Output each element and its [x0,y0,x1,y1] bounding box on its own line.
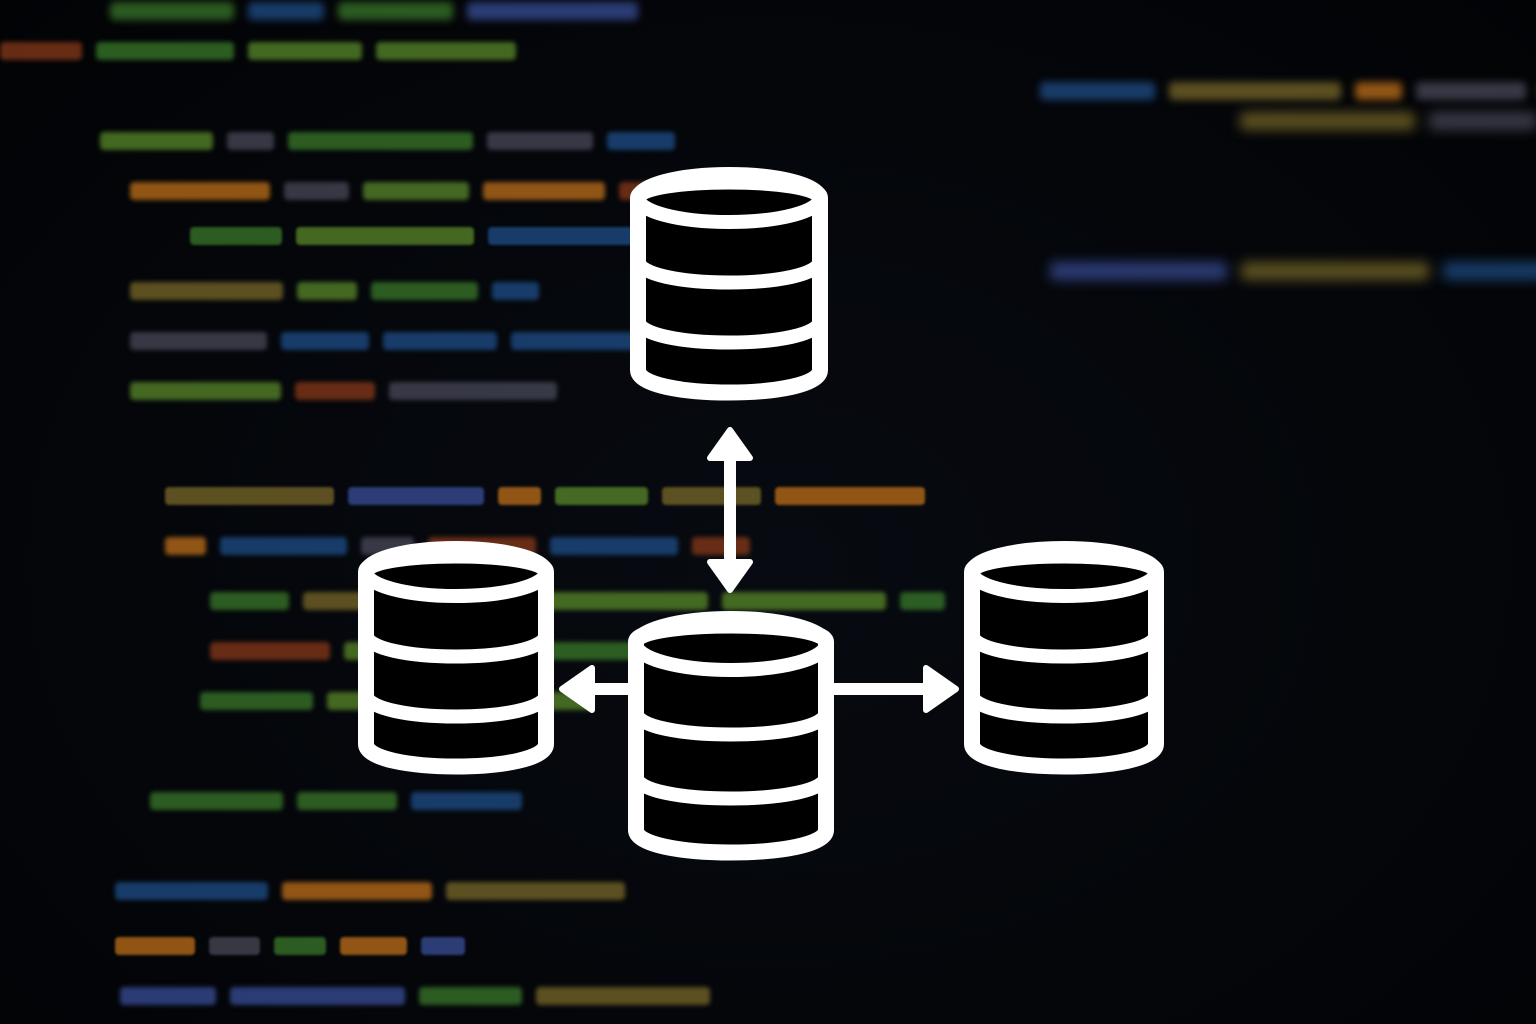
database-icon [628,611,834,861]
database-icon [630,167,828,401]
database-icon [358,541,554,775]
arrow-center-top [707,427,753,593]
database-icon [964,541,1164,775]
arrow-center-right [820,665,959,713]
arrow-center-left [559,665,640,713]
